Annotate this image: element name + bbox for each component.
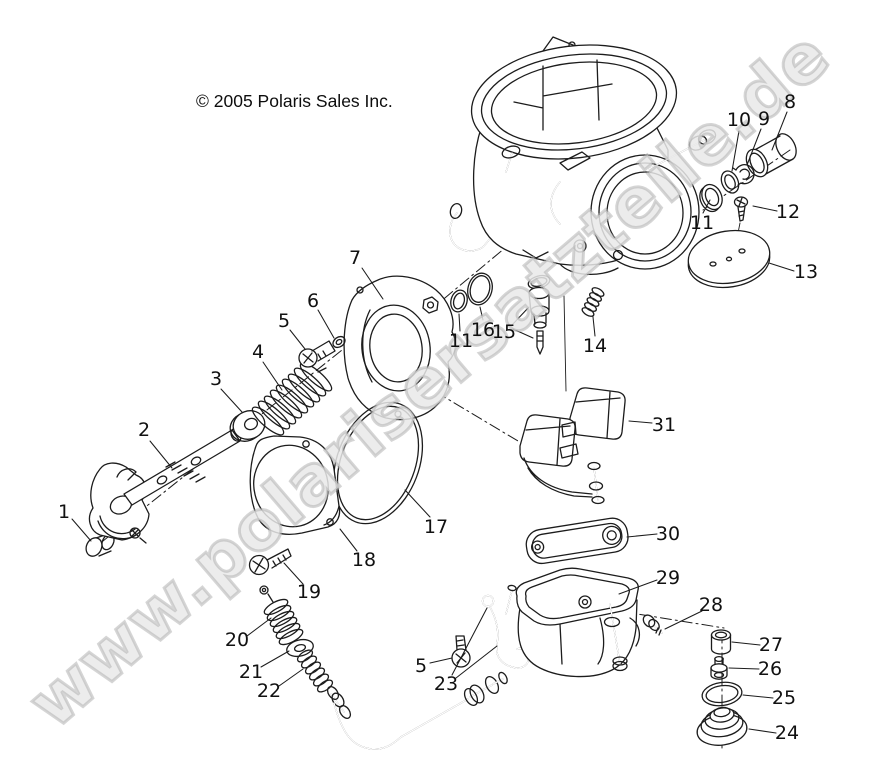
copyright-text: © 2005 Polaris Sales Inc. xyxy=(196,91,393,111)
part-callout: 6 xyxy=(306,290,320,312)
part-callout: 1 xyxy=(57,501,71,523)
airbox-cover-group xyxy=(248,401,424,576)
float-assembly xyxy=(519,387,626,505)
part-callout: 31 xyxy=(651,414,677,436)
needle-seat-group xyxy=(450,272,605,355)
part-callout: 3 xyxy=(209,368,223,390)
part-callout: 25 xyxy=(771,687,797,709)
part-callout: 2 xyxy=(137,419,151,441)
throttle-shaft-group xyxy=(85,335,346,557)
part-callout: 19 xyxy=(296,581,322,603)
throttle-side-parts xyxy=(687,133,797,289)
float-bowl xyxy=(505,567,641,678)
part-callout: 4 xyxy=(251,341,265,363)
part-callout: 9 xyxy=(757,108,771,130)
leader-lines xyxy=(71,111,795,734)
diaphragm-cover xyxy=(343,275,457,421)
part-callout: 13 xyxy=(793,261,819,283)
part-callout: 17 xyxy=(423,516,449,538)
bowl-gasket xyxy=(525,517,629,565)
part-callout: 28 xyxy=(698,594,724,616)
part-callout: 20 xyxy=(224,629,250,651)
cable-adjuster-group xyxy=(259,585,508,750)
part-callout: 11 xyxy=(689,212,715,234)
part-callout: 12 xyxy=(775,201,801,223)
part-callout: 5 xyxy=(414,655,428,677)
part-callout: 8 xyxy=(783,91,797,113)
part-callout: 24 xyxy=(774,722,800,744)
part-callout: 26 xyxy=(757,658,783,680)
part-callout: 5 xyxy=(277,310,291,332)
part-callout: 16 xyxy=(470,319,496,341)
part-callout: 15 xyxy=(491,321,517,343)
part-callout: 21 xyxy=(238,661,264,683)
part-callout: 11 xyxy=(448,330,474,352)
part-callout: 10 xyxy=(726,109,752,131)
carburetor-body xyxy=(449,36,717,276)
wire-clip-and-screw xyxy=(451,594,530,669)
part-callout: 22 xyxy=(256,680,282,702)
jet-stack xyxy=(642,614,748,746)
part-callout: 7 xyxy=(348,247,362,269)
part-callout: 30 xyxy=(655,523,681,545)
part-callout: 27 xyxy=(758,634,784,656)
part-callout: 23 xyxy=(433,673,459,695)
part-callout: 29 xyxy=(655,567,681,589)
part-callout: 18 xyxy=(351,549,377,571)
part-callout: 14 xyxy=(582,335,608,357)
